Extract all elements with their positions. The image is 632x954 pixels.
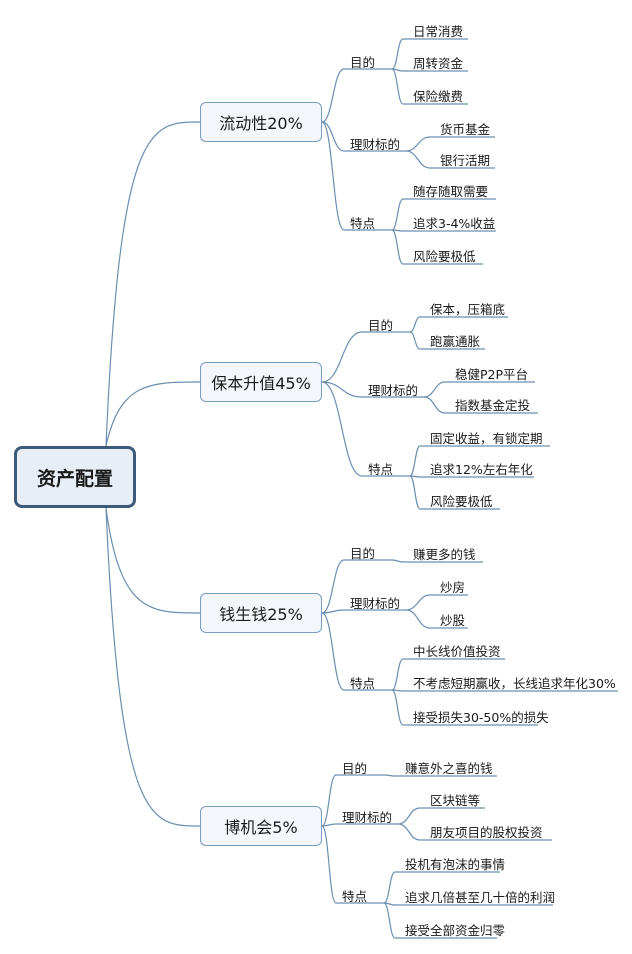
branch-to-category-connector — [321, 825, 384, 904]
category-label: 特点 — [368, 462, 394, 477]
category-to-leaf-connector — [391, 559, 483, 563]
leaf-label: 中长线价值投资 — [413, 644, 501, 659]
branch-to-category-connector — [321, 612, 392, 691]
leaf-label: 接受损失30-50%的损失 — [413, 710, 549, 725]
leaf-label: 追求几倍甚至几十倍的利润 — [405, 890, 556, 905]
leaf-label: 风险要极低 — [430, 494, 493, 509]
category-to-leaf-connector — [409, 331, 485, 350]
category-label: 目的 — [350, 55, 376, 70]
category-to-leaf-connector — [391, 38, 468, 70]
category-to-leaf-connector — [383, 774, 497, 777]
leaf-label: 随存随取需要 — [413, 184, 489, 199]
root-to-branch-connector — [105, 121, 201, 447]
leaf-label: 周转资金 — [413, 56, 464, 71]
category-to-leaf-connector — [405, 609, 468, 629]
root-to-branch-connector — [105, 381, 201, 447]
leaf-label: 不考虑短期赢收，长线追求年化30% — [413, 676, 616, 691]
category-label: 目的 — [342, 761, 368, 776]
category-to-leaf-connector — [409, 475, 500, 510]
leaf-label: 赚更多的钱 — [413, 547, 476, 562]
category-to-leaf-connector — [397, 823, 552, 841]
category-to-leaf-connector — [405, 136, 495, 152]
leaf-label: 指数基金定投 — [455, 398, 531, 413]
leaf-label: 稳健P2P平台 — [455, 367, 529, 382]
branch-to-category-connector — [321, 121, 406, 152]
branch-node: 保本升值45% — [200, 362, 322, 402]
category-to-leaf-connector — [391, 658, 505, 691]
leaf-label: 区块链等 — [430, 793, 481, 808]
category-to-leaf-connector — [391, 689, 618, 692]
branch-node: 博机会5% — [200, 806, 322, 846]
branch-to-category-connector — [321, 823, 398, 827]
category-label: 理财标的 — [350, 137, 401, 152]
category-label: 理财标的 — [350, 596, 401, 611]
root-to-branch-connector — [105, 507, 201, 827]
leaf-label: 炒房 — [440, 580, 466, 595]
category-to-leaf-connector — [391, 198, 496, 231]
leaf-label: 保本，压箱底 — [430, 302, 506, 317]
category-label: 目的 — [350, 546, 376, 561]
leaf-label: 追求12%左右年化 — [430, 462, 533, 477]
branch-node: 流动性20% — [200, 102, 322, 142]
branch-to-category-connector — [321, 121, 392, 231]
leaf-label: 银行活期 — [440, 153, 491, 168]
category-to-leaf-connector — [383, 902, 553, 906]
leaf-label: 风险要极低 — [413, 249, 476, 264]
category-to-leaf-connector — [409, 316, 508, 333]
category-label: 特点 — [342, 889, 368, 904]
leaf-label: 保险缴费 — [413, 89, 464, 104]
category-to-leaf-connector — [391, 68, 468, 105]
category-label: 目的 — [368, 318, 394, 333]
category-to-leaf-connector — [391, 229, 496, 232]
category-label: 理财标的 — [342, 810, 393, 825]
category-to-leaf-connector — [405, 594, 468, 611]
branch-to-category-connector — [321, 381, 424, 398]
category-label: 特点 — [350, 676, 376, 691]
category-label: 特点 — [350, 216, 376, 231]
category-label: 理财标的 — [368, 383, 419, 398]
leaf-label: 日常消费 — [413, 24, 464, 39]
branch-to-category-connector — [321, 609, 406, 614]
category-to-leaf-connector — [423, 381, 535, 398]
branch-to-category-connector — [321, 559, 392, 614]
leaf-label: 接受全部资金归零 — [405, 923, 506, 938]
category-to-leaf-connector — [409, 475, 534, 478]
leaf-label: 追求3-4%收益 — [413, 216, 496, 231]
leaf-label: 固定收益，有锁定期 — [430, 431, 543, 446]
leaf-label: 炒股 — [440, 613, 466, 628]
root-node: 资产配置 — [14, 446, 136, 508]
leaf-label: 投机有泡沫的事情 — [405, 857, 506, 872]
branch-to-category-connector — [321, 68, 392, 123]
category-to-leaf-connector — [423, 396, 538, 414]
branch-to-category-connector — [321, 774, 384, 827]
leaf-label: 跑赢通胀 — [430, 334, 481, 349]
category-to-leaf-connector — [405, 150, 495, 169]
branch-node: 钱生钱25% — [200, 593, 322, 633]
branch-to-category-connector — [321, 331, 410, 383]
category-to-leaf-connector — [409, 445, 550, 477]
leaf-label: 货币基金 — [440, 122, 491, 137]
category-to-leaf-connector — [391, 68, 468, 72]
leaf-label: 赚意外之喜的钱 — [405, 761, 493, 776]
category-to-leaf-connector — [383, 871, 500, 904]
root-to-branch-connector — [105, 507, 201, 614]
category-to-leaf-connector — [391, 689, 538, 726]
category-to-leaf-connector — [397, 807, 485, 825]
category-to-leaf-connector — [391, 229, 483, 265]
category-to-leaf-connector — [383, 902, 497, 939]
leaf-label: 朋友项目的股权投资 — [430, 825, 543, 840]
branch-to-category-connector — [321, 381, 410, 477]
